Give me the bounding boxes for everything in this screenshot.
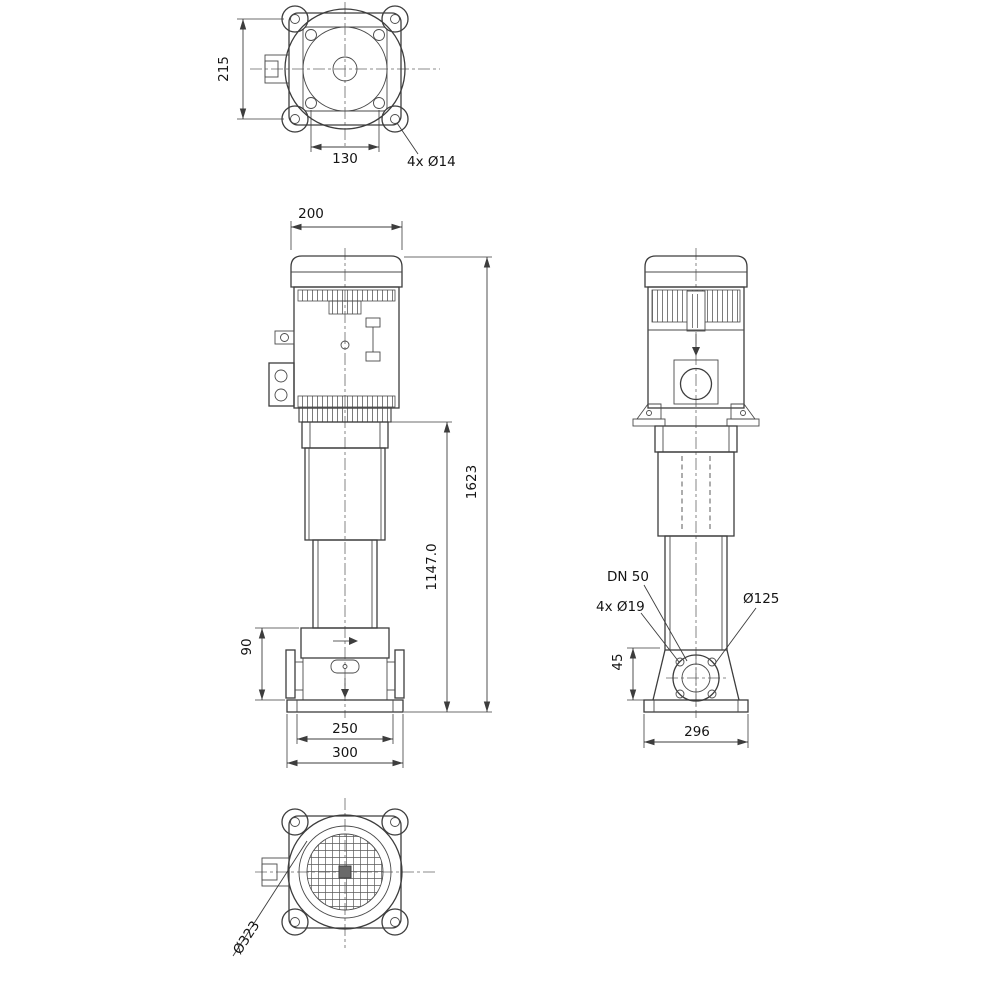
suction-flange: [285, 649, 296, 699]
dim-base-outer-width-label: 300: [332, 745, 358, 761]
lifting-lug: [365, 317, 381, 328]
shaft-circle: [332, 56, 358, 82]
flow-arrow-down: [692, 347, 700, 356]
lug-hole: [390, 917, 400, 927]
flow-arrow-down: [341, 689, 349, 698]
flange-bolt-hole: [707, 689, 717, 699]
leader-line: [232, 840, 308, 957]
corner-lug: [381, 105, 409, 133]
dim-total-height-label: 1623: [464, 465, 480, 499]
fan-cover-circle: [287, 814, 403, 930]
volute-side: [652, 649, 666, 701]
motor-foot: [730, 403, 756, 420]
base-plate: [643, 699, 749, 713]
foot-pad: [726, 418, 760, 427]
cable-gland-block: [274, 330, 295, 345]
flange-diameter-label: Ø125: [743, 591, 779, 607]
motor-body: [647, 286, 745, 409]
shaft-key: [264, 60, 279, 78]
volute-top: [300, 627, 390, 659]
flange-bolt-hole: [675, 657, 685, 667]
plug-center: [342, 664, 348, 669]
corner-lug: [281, 808, 309, 836]
foot-bolt: [646, 410, 652, 416]
motor-flange: [298, 407, 392, 423]
suction-flange-circle: [672, 654, 720, 702]
stage-column: [664, 535, 728, 651]
dim-base-inner-width-label: 250: [332, 721, 358, 737]
bolt-hole: [305, 97, 317, 109]
view-side-elevation: DN 50 4x Ø19 Ø125 45 296: [596, 248, 779, 748]
terminal-entry: [679, 367, 713, 401]
discharge-flange: [394, 649, 405, 699]
bolt-hole: [373, 29, 385, 41]
leader-line: [643, 584, 688, 662]
fan-cover-cap: [290, 255, 403, 288]
corner-lug: [381, 808, 409, 836]
view-bottom: Ø323: [230, 798, 438, 957]
plug-oval: [330, 659, 360, 674]
grille-ring: [298, 825, 392, 919]
shaft-end: [338, 865, 352, 879]
motor-foot: [636, 403, 662, 420]
leader-line: [713, 607, 757, 666]
base-plate: [286, 699, 404, 713]
cable-gland-hole: [280, 333, 289, 342]
dim-port-height-label: 45: [610, 653, 626, 670]
flange-bolt-hole: [675, 689, 685, 699]
dim-pump-height-label: 1147.0: [424, 543, 440, 590]
dim-top-bolt-pitch-label: 130: [332, 151, 358, 167]
lug-hole: [390, 817, 400, 827]
fan-cover-cap: [644, 255, 748, 288]
dim-outer-diameter-label: Ø323: [230, 918, 263, 957]
volute-side: [726, 649, 740, 701]
bolt-hole: [373, 97, 385, 109]
nameplate: [328, 300, 362, 315]
rib-slot-hatch: [690, 294, 702, 328]
side-holes-label: 4x Ø19: [596, 599, 645, 615]
lug-hole: [290, 917, 300, 927]
lifting-lug: [365, 351, 381, 362]
view-front-elevation: 200 1623 1147.0 90 250 300: [239, 206, 492, 768]
terminal-face: [673, 359, 719, 405]
lug-hole: [290, 14, 300, 24]
leader-line: [396, 122, 419, 155]
bolt-hole: [305, 29, 317, 41]
motor-fins-top: [297, 289, 396, 302]
fan-circle: [302, 26, 388, 112]
drain-hole: [340, 340, 350, 350]
gland-entry: [274, 369, 288, 383]
motor-fan-cover-circle: [284, 8, 406, 130]
lug-hole: [290, 817, 300, 827]
motor-fins-bottom: [297, 395, 396, 408]
flange-dn-label: DN 50: [607, 569, 649, 585]
dim-top-height-label: 215: [216, 56, 232, 82]
corner-lug: [381, 5, 409, 33]
dim-motor-width-label: 200: [298, 206, 324, 222]
terminal-box: [268, 362, 295, 407]
flow-arrow-right: [349, 637, 358, 645]
dim-base-width-label: 296: [684, 724, 710, 740]
foot-pad: [632, 418, 666, 427]
corner-lug: [381, 908, 409, 936]
lug-hole: [390, 14, 400, 24]
top-holes-label: 4x Ø14: [407, 154, 456, 170]
leader-line: [640, 612, 680, 663]
lug-hole: [390, 114, 400, 124]
shaft-key: [261, 863, 278, 881]
dim-base-height-label: 90: [239, 638, 255, 655]
gland-entry: [274, 388, 288, 402]
suction-bore: [681, 663, 711, 693]
view-top-flange: 215 130 4x Ø14: [216, 2, 456, 170]
foot-bolt: [740, 410, 746, 416]
corner-lug: [281, 908, 309, 936]
lug-hole: [290, 114, 300, 124]
